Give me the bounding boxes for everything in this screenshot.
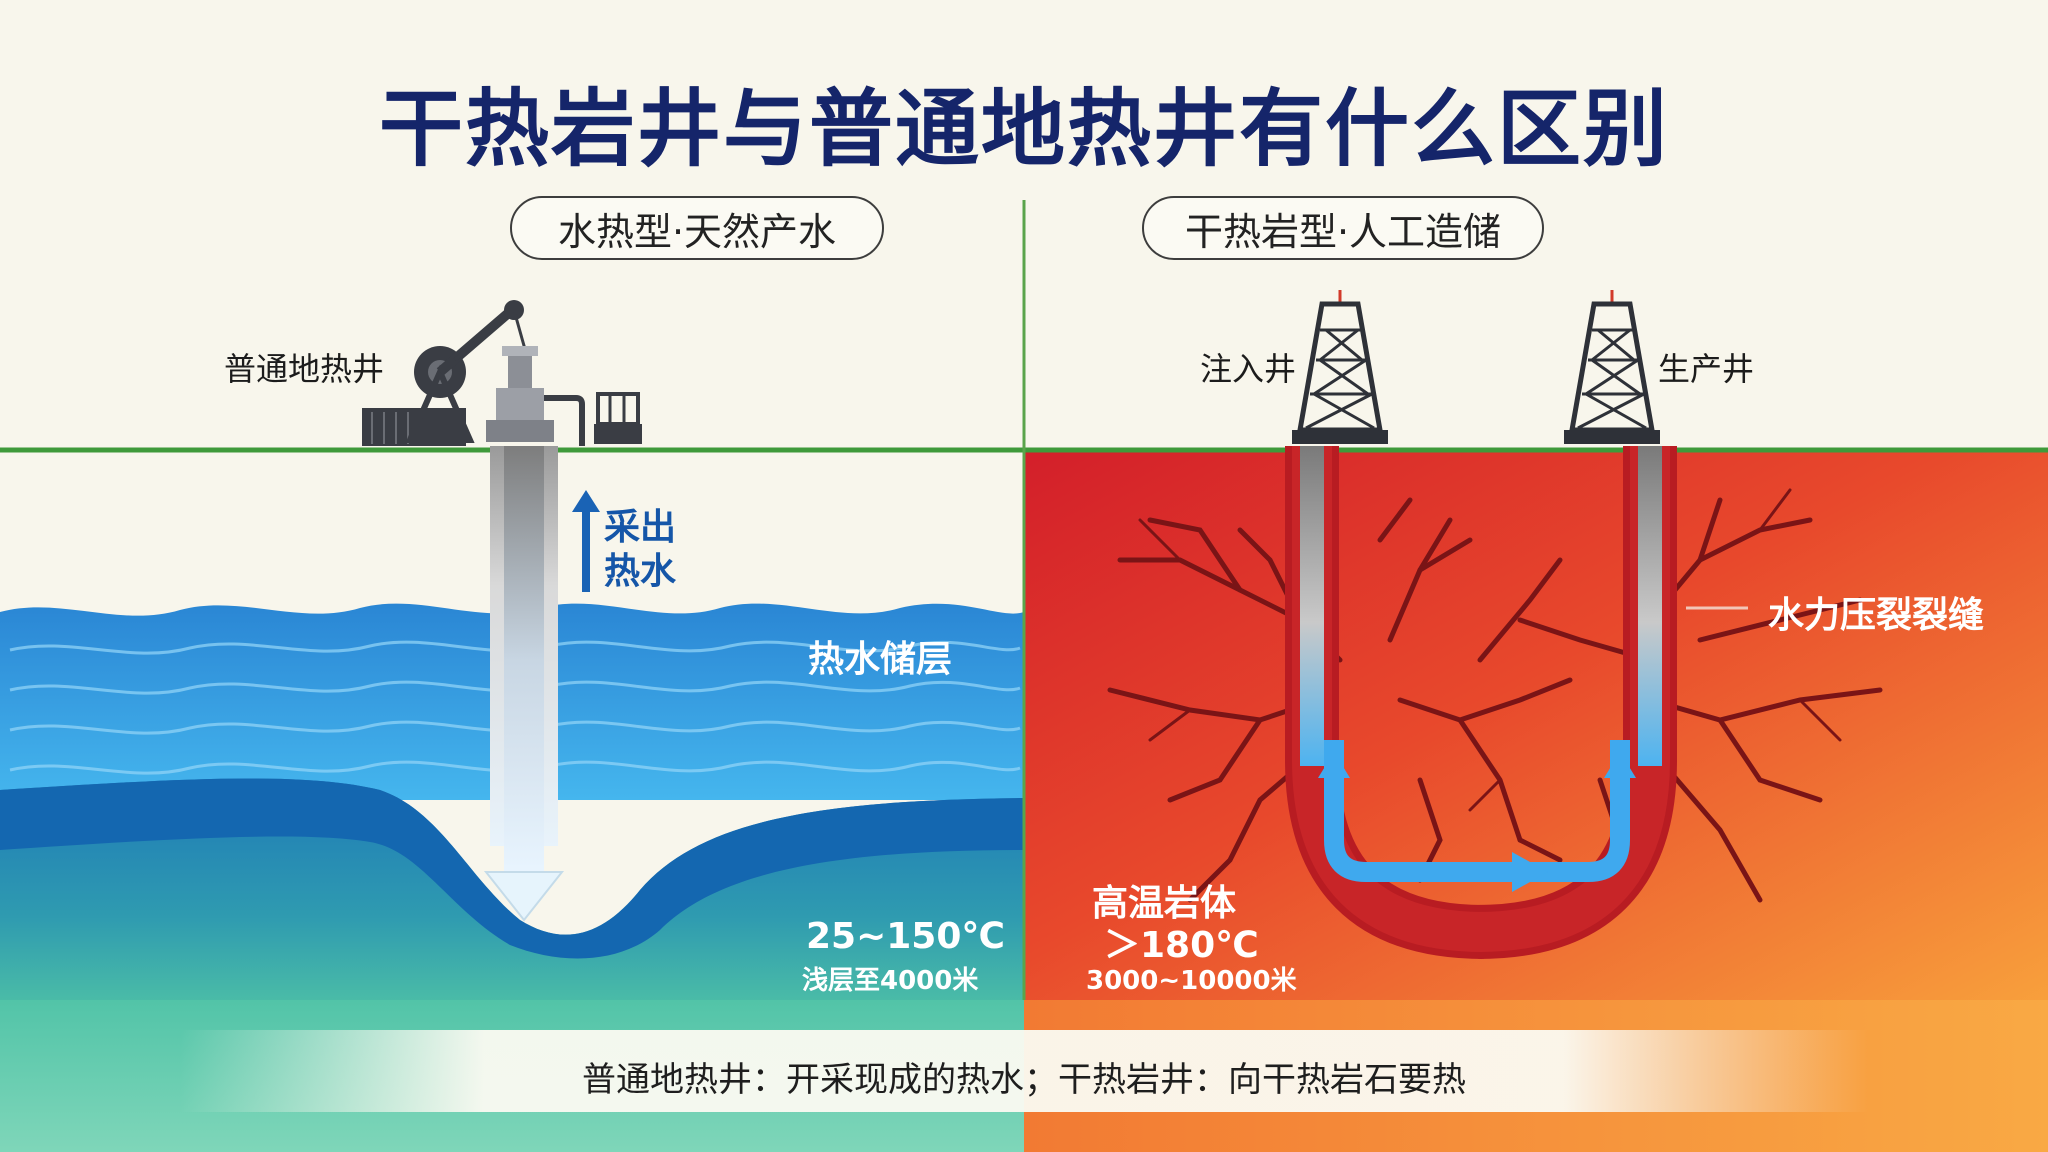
left-temperature-label: 25~150℃ xyxy=(806,916,1006,957)
fracture-label: 水力压裂裂缝 xyxy=(1768,595,1985,636)
extract-label-line2: 热水 xyxy=(604,551,677,592)
hot-dry-rock-type-label: 干热岩型·人工造储 xyxy=(1184,209,1502,254)
hot-dry-rock-type-pill: 干热岩型·人工造储 xyxy=(1142,196,1544,260)
down-arrow-icon xyxy=(483,871,565,922)
production-derrick-icon xyxy=(1564,290,1660,444)
left-depth-label: 浅层至4000米 xyxy=(802,966,979,996)
geothermal-rig-icon xyxy=(362,300,530,446)
hydrothermal-type-label: 水热型·天然产水 xyxy=(557,209,837,254)
caption-band xyxy=(180,1030,1868,1112)
extract-hot-water-label: 采出 热水 xyxy=(604,506,676,594)
conventional-well-label: 普通地热井 xyxy=(224,350,385,388)
u-loop-well xyxy=(1285,446,1677,959)
right-temperature-label: ＞180℃ xyxy=(1104,925,1259,966)
hot-rock-label: 高温岩体 xyxy=(1092,883,1237,924)
injection-well-label: 注入井 xyxy=(1200,350,1297,388)
flow-arrow-icon xyxy=(1318,752,1636,892)
flow-path xyxy=(1324,800,1530,882)
reservoir-label: 热水储层 xyxy=(808,639,953,680)
production-well-label: 生产井 xyxy=(1658,350,1755,388)
right-depth-label: 3000~10000米 xyxy=(1086,966,1297,996)
hydrothermal-type-pill: 水热型·天然产水 xyxy=(510,196,884,260)
injection-derrick-icon xyxy=(1292,290,1388,444)
up-arrow-icon xyxy=(572,490,600,592)
summary-caption: 普通地热井：开采现成的热水；干热岩井：向干热岩石要热 xyxy=(582,1060,1466,1100)
well-head-icon xyxy=(486,346,642,446)
production-well-pipe xyxy=(490,446,558,876)
extract-label-line1: 采出 xyxy=(604,507,677,548)
page-title: 干热岩井与普通地热井有什么区别 xyxy=(378,80,1669,178)
